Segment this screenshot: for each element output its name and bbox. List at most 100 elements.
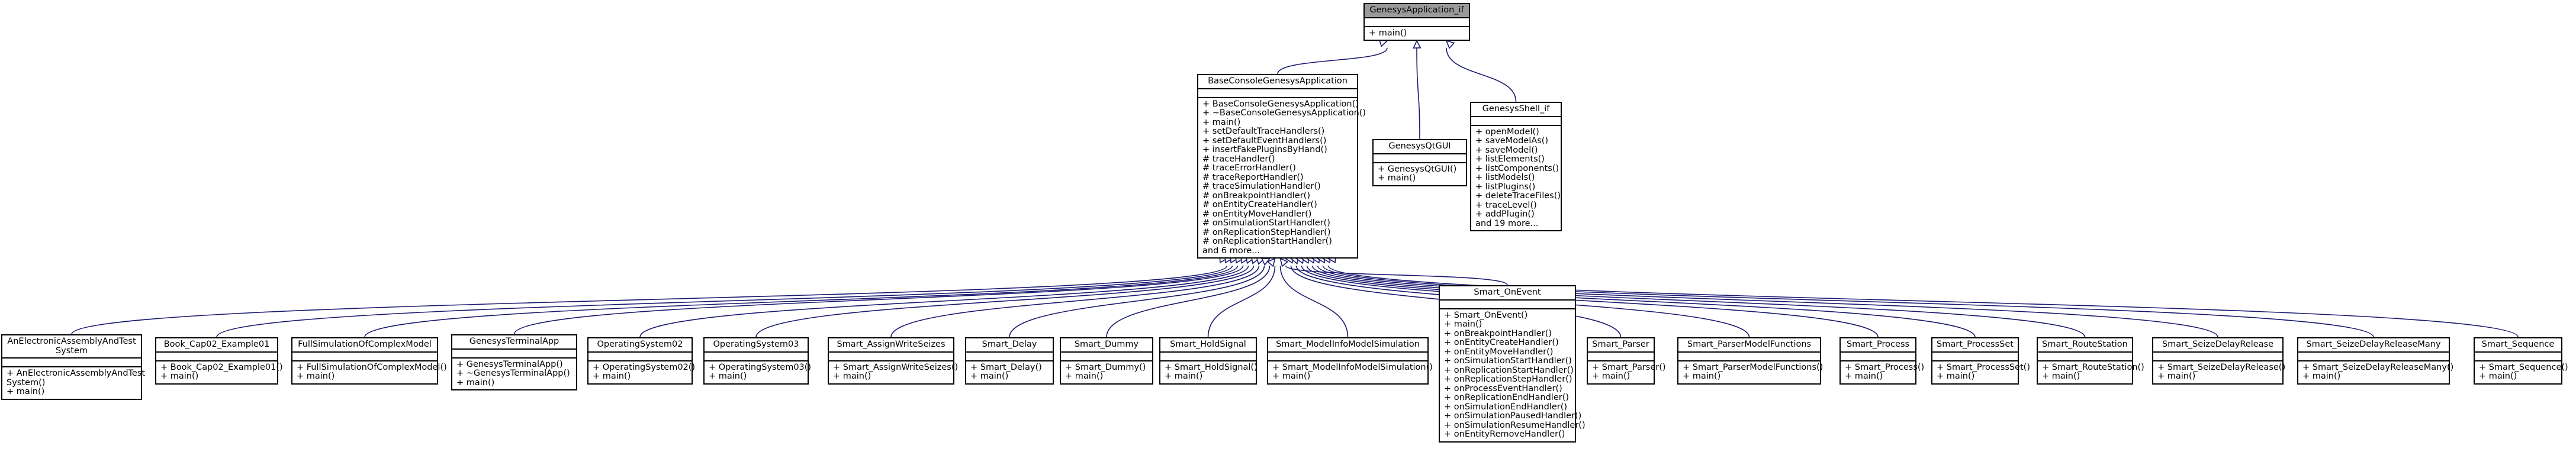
class-title: Smart_Parser xyxy=(1588,338,1654,353)
class-method: + onReplicationEndHandler() xyxy=(1444,393,1570,402)
class-method: + onSimulationPausedHandler() xyxy=(1444,411,1582,421)
class-box-genesys-application-if[interactable]: GenesysApplication_if + main() xyxy=(1363,3,1470,41)
class-title: GenesysTerminalApp xyxy=(452,335,576,350)
inheritance-edge xyxy=(890,265,1260,338)
class-attributes xyxy=(2,359,141,367)
class-operations: + Smart_ProcessSet()+ main() xyxy=(1932,361,2030,383)
class-method: + main() xyxy=(709,372,747,381)
class-operations: + Smart_Process()+ main() xyxy=(1841,361,1925,383)
class-method: + addPlugin() xyxy=(1475,209,1535,219)
class-box-smart-parser-model-functions[interactable]: Smart_ParserModelFunctions+ Smart_Parser… xyxy=(1677,337,1823,385)
class-attributes xyxy=(2038,353,2132,361)
class-title-line: Smart_RouteStation xyxy=(2042,340,2128,349)
class-title: Smart_Sequence xyxy=(2475,338,2561,353)
class-box-smart-on-event[interactable]: Smart_OnEvent+ Smart_OnEvent()+ main()+ … xyxy=(1439,285,1586,443)
class-title: Smart_HoldSignal xyxy=(1160,338,1256,353)
class-operations: + Smart_AssignWriteSeizes()+ main() xyxy=(829,361,958,383)
class-method: + main() xyxy=(1369,28,1407,38)
class-method: + main() xyxy=(833,372,871,381)
class-box-smart-process[interactable]: Smart_Process+ Smart_Process()+ main() xyxy=(1839,337,1925,385)
class-method: + main() xyxy=(160,372,199,381)
class-method: + main() xyxy=(1592,372,1630,381)
class-method: + ~GenesysTerminalApp() xyxy=(456,369,570,378)
class-method: and 6 more... xyxy=(1202,246,1260,256)
inheritance-edge xyxy=(1446,47,1517,102)
class-box-book-cap02-example01[interactable]: Book_Cap02_Example01+ Book_Cap02_Example… xyxy=(155,337,283,385)
class-attributes xyxy=(1678,353,1820,361)
class-operations: + Smart_RouteStation()+ main() xyxy=(2038,361,2144,383)
inheritance-edge xyxy=(1277,47,1388,75)
class-method: + Smart_Process() xyxy=(1845,362,1925,372)
class-title-line: Smart_SeizeDelayRelease xyxy=(2162,340,2274,349)
class-box-smart-seize-delay-release-many[interactable]: Smart_SeizeDelayReleaseMany + Smart_Seize… xyxy=(2297,337,2454,385)
class-title-line: Smart_SeizeDelayReleaseMany xyxy=(2306,340,2441,349)
class-title-line: Smart_ProcessSet xyxy=(1937,340,2014,349)
class-title: Smart_ModelInfoModelSimulation xyxy=(1268,338,1427,353)
class-method: + Smart_Delay() xyxy=(970,362,1042,372)
class-method: + main() xyxy=(593,372,631,381)
class-method: + onEntityRemoveHandler() xyxy=(1444,430,1565,439)
inheritance-edge xyxy=(1306,265,1976,338)
class-operations: + OperatingSystem03()+ main() xyxy=(705,361,811,383)
class-box-smart-dummy[interactable]: Smart_Dummy+ Smart_Dummy()+ main() xyxy=(1060,337,1153,385)
class-title-line: GenesysShell_if xyxy=(1482,104,1550,114)
class-method: + Smart_HoldSignal() xyxy=(1165,362,1258,372)
inheritance-edge xyxy=(364,265,1239,338)
class-method: + main() xyxy=(970,372,1009,381)
class-attributes xyxy=(292,353,437,361)
class-title: Smart_ParserModelFunctions xyxy=(1678,338,1820,353)
class-method: + GenesysQtGUI() xyxy=(1378,164,1457,174)
class-method: + listElements() xyxy=(1475,154,1545,164)
class-method: + listModels() xyxy=(1475,173,1535,182)
class-method: + onEntityCreateHandler() xyxy=(1444,338,1559,347)
class-method: + Smart_OnEvent() xyxy=(1444,310,1528,320)
class-method: + listComponents() xyxy=(1475,163,1559,173)
class-attributes xyxy=(2298,353,2449,361)
class-box-genesys-qt-gui[interactable]: GenesysQtGUI+ GenesysQtGUI()+ main() xyxy=(1372,139,1467,186)
class-method: + Smart_SeizeDelayRelease() xyxy=(2157,362,2286,372)
class-attributes xyxy=(2475,353,2561,361)
class-box-genesys-terminal-app[interactable]: GenesysTerminalApp+ GenesysTerminalApp()… xyxy=(451,334,577,390)
class-method: + onSimulationEndHandler() xyxy=(1444,402,1568,412)
class-method: + Book_Cap02_Example01() xyxy=(160,362,283,372)
class-attributes xyxy=(1198,89,1357,98)
class-title: BaseConsoleGenesysApplication xyxy=(1198,75,1357,89)
class-operations: + main() xyxy=(1365,27,1469,40)
class-box-genesys-shell-if[interactable]: GenesysShell_if+ openModel()+ saveModelA… xyxy=(1470,102,1562,231)
inheritance-edge xyxy=(1311,265,2086,338)
class-method: + onBreakpointHandler() xyxy=(1444,328,1552,338)
class-box-smart-sequence[interactable]: Smart_Sequence+ Smart_Sequence()+ main() xyxy=(2474,337,2568,385)
class-box-smart-delay[interactable]: Smart_Delay+ Smart_Delay()+ main() xyxy=(965,337,1054,385)
class-box-smart-hold-signal[interactable]: Smart_HoldSignal + Smart_HoldSignal()+ ma… xyxy=(1159,337,1258,385)
class-box-base-console-genesys-application[interactable]: BaseConsoleGenesysApplication+ BaseConso… xyxy=(1197,74,1366,259)
inheritance-edge xyxy=(1106,265,1271,338)
class-method: + main() xyxy=(1272,372,1311,381)
class-box-smart-route-station[interactable]: Smart_RouteStation + Smart_RouteStation()… xyxy=(2037,337,2144,385)
class-box-operating-system03[interactable]: OperatingSystem03+ OperatingSystem03()+ … xyxy=(703,337,811,385)
class-method: + main() xyxy=(1165,372,1203,381)
class-method: + Smart_SeizeDelayReleaseMany() xyxy=(2302,362,2454,372)
class-box-smart-model-info-model-simulation[interactable]: Smart_ModelInfoModelSimulation+ Smart_Mo… xyxy=(1267,337,1433,385)
class-method: and 19 more... xyxy=(1475,218,1539,228)
class-attributes xyxy=(2153,353,2282,361)
class-box-full-simulation-of-complex-model[interactable]: FullSimulationOfComplexModel+ FullSimula… xyxy=(291,337,447,385)
class-title-line: GenesysApplication_if xyxy=(1369,5,1464,15)
class-box-smart-assign-write-seizes[interactable]: Smart_AssignWriteSeizes+ Smart_AssignWri… xyxy=(828,337,958,385)
class-method: + saveModel() xyxy=(1475,145,1538,155)
class-attributes xyxy=(1471,117,1561,126)
class-box-operating-system02[interactable]: OperatingSystem02+ OperatingSystem02()+ … xyxy=(587,337,695,385)
class-method: + Smart_Parser() xyxy=(1592,362,1666,372)
class-operations: + Book_Cap02_Example01()+ main() xyxy=(156,361,283,383)
class-box-smart-seize-delay-release[interactable]: Smart_SeizeDelayRelease + Smart_SeizeDela… xyxy=(2152,337,2286,385)
class-box-smart-parser[interactable]: Smart_Parser + Smart_Parser()+ main() xyxy=(1587,337,1666,385)
class-attributes xyxy=(966,353,1053,361)
class-box-smart-process-set[interactable]: Smart_ProcessSet + Smart_ProcessSet()+ ma… xyxy=(1931,337,2030,385)
class-method: + ~BaseConsoleGenesysApplication() xyxy=(1202,108,1366,118)
class-method: + main() xyxy=(456,377,495,388)
class-method: + listPlugins() xyxy=(1475,182,1536,192)
inheritance-edge xyxy=(1279,265,1349,338)
class-method: + Smart_Sequence() xyxy=(2479,362,2568,372)
inheritance-edge xyxy=(755,265,1255,338)
